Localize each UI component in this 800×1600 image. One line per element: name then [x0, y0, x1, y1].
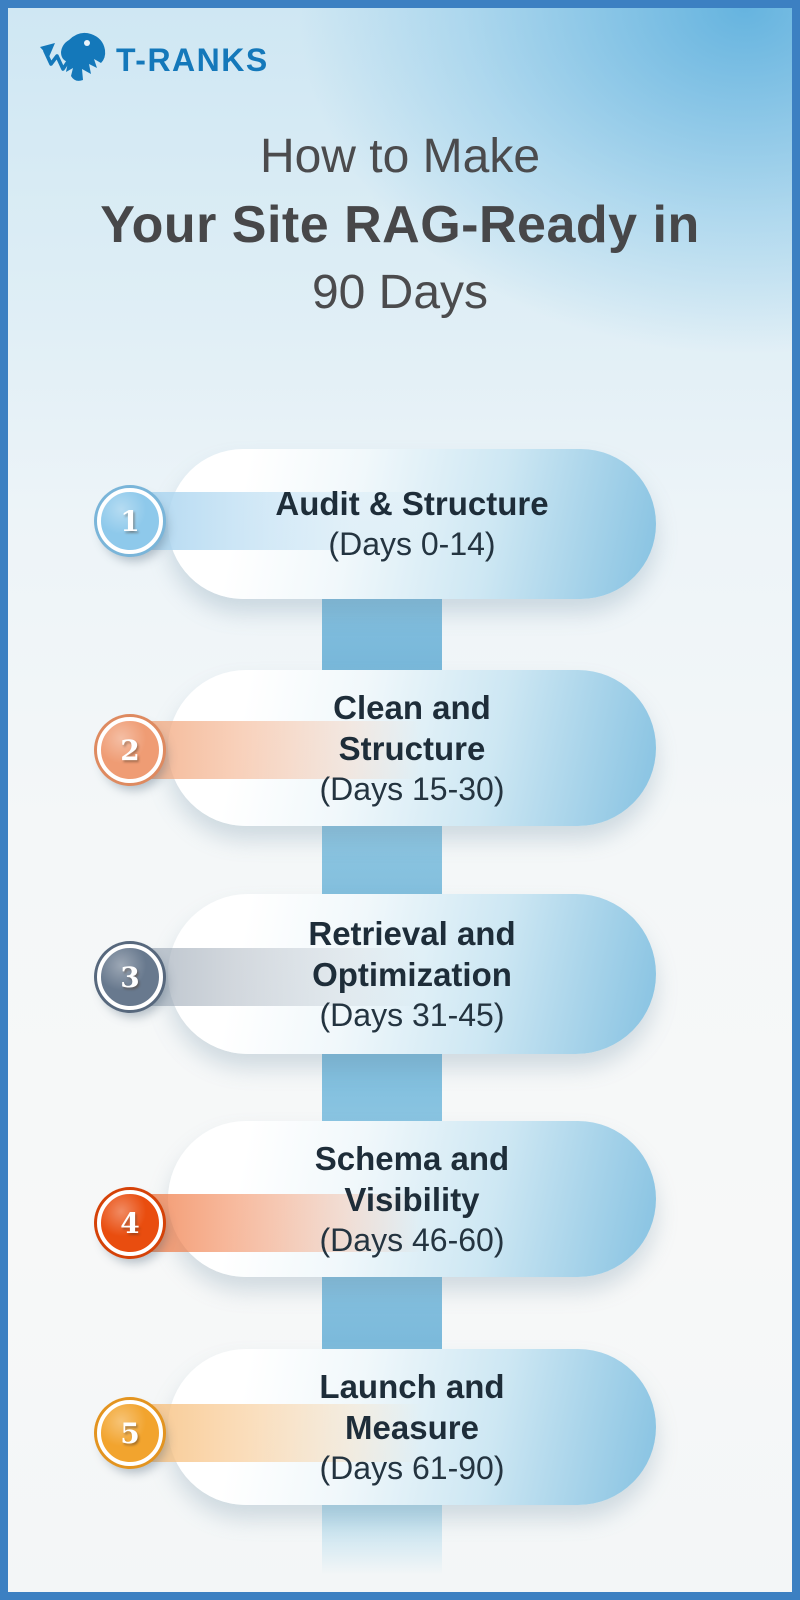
step-2-days: (Days 15-30)	[319, 770, 505, 807]
step-1-ribbon	[120, 492, 442, 550]
title-line-3: 90 Days	[311, 266, 489, 319]
step-1-title: Audit & Structure	[275, 485, 549, 522]
step-5-number: 5	[120, 1416, 140, 1450]
step-5-card: Launch and Measure (Days 61-90)	[168, 1349, 656, 1505]
step-1: Audit & Structure (Days 0-14) 1	[8, 449, 792, 617]
brand-logo: T-RANKS	[34, 30, 269, 90]
title-line-1: How to Make	[259, 130, 541, 183]
brand-name: T-RANKS	[116, 41, 269, 78]
step-4-number: 4	[120, 1206, 140, 1240]
step-4-days: (Days 46-60)	[319, 1221, 505, 1258]
step-1-number: 1	[120, 504, 140, 538]
step-2-number-badge: 2	[97, 717, 163, 783]
step-3-title: Retrieval and Optimization	[308, 914, 516, 993]
step-3-number: 3	[120, 960, 140, 994]
page-title: How to Make Your Site RAG-Ready in 90 Da…	[8, 124, 792, 326]
step-2: Clean and Structure (Days 15-30) 2	[8, 670, 792, 838]
step-4-title: Schema and Visibility	[314, 1139, 510, 1218]
step-4-number-badge: 4	[97, 1190, 163, 1256]
step-5-title: Launch and Measure	[319, 1367, 505, 1446]
step-1-card: Audit & Structure (Days 0-14)	[168, 449, 656, 599]
trex-trend-arrow-icon	[40, 32, 106, 81]
step-3-ribbon	[120, 948, 442, 1006]
step-2-ribbon	[120, 721, 442, 779]
step-5-days: (Days 61-90)	[319, 1449, 505, 1486]
step-1-number-badge: 1	[97, 488, 163, 554]
step-4: Schema and Visibility (Days 46-60) 4	[8, 1121, 792, 1289]
step-3-number-badge: 3	[97, 944, 163, 1010]
step-2-title: Clean and Structure	[333, 688, 491, 767]
step-5-ribbon	[120, 1404, 442, 1462]
title-line-2: Your Site RAG-Ready in	[100, 196, 700, 254]
step-5-number-badge: 5	[97, 1400, 163, 1466]
step-2-number: 2	[120, 733, 140, 767]
step-4-ribbon	[120, 1194, 442, 1252]
step-3: Retrieval and Optimization (Days 31-45) …	[8, 894, 792, 1062]
step-3-days: (Days 31-45)	[319, 996, 505, 1033]
step-1-days: (Days 0-14)	[328, 526, 496, 562]
step-5: Launch and Measure (Days 61-90) 5	[8, 1349, 792, 1517]
